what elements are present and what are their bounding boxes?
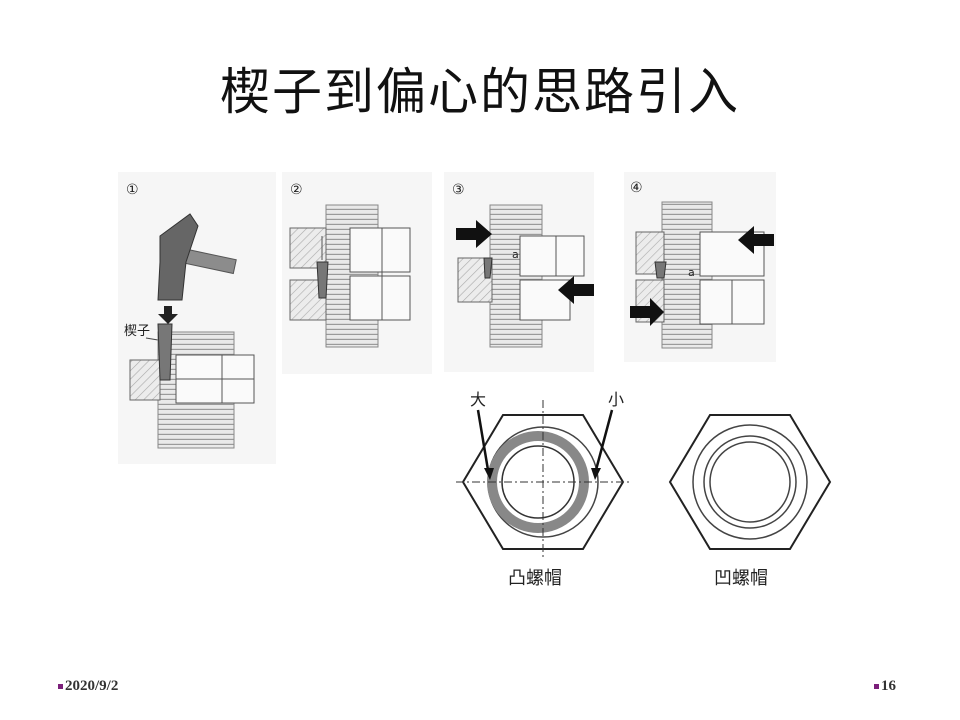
footer-page-number: 16 — [874, 678, 896, 695]
small-label: 小 — [608, 390, 624, 409]
hammer-icon — [157, 213, 237, 301]
step-3-label: ③ — [452, 182, 465, 198]
step-2-label: ② — [290, 182, 303, 198]
big-label: 大 — [470, 390, 486, 409]
convex-nut-label: 凸螺帽 — [508, 568, 562, 589]
convex-nut-drawing: 大 小 凸螺帽 — [456, 390, 630, 589]
push-left-arrow-icon — [738, 226, 774, 254]
slide-title: 楔子到偏心的思路引入 — [220, 63, 740, 121]
panel-step-2: ② — [282, 172, 432, 374]
wedge-shape — [157, 323, 173, 381]
push-left-arrow-icon — [558, 276, 594, 304]
panel-step-3: ③ a — [444, 172, 594, 372]
step-1-label: ① — [126, 182, 139, 198]
panel-step-1: ① 楔子 — [118, 172, 276, 464]
push-right-arrow-icon — [630, 298, 664, 326]
dim-a-label-3: a — [512, 248, 519, 261]
page-number-text: 16 — [881, 678, 896, 694]
date-text: 2020/9/2 — [65, 678, 119, 694]
dim-a-label-4: a — [688, 266, 695, 279]
concave-nut-label: 凹螺帽 — [714, 568, 768, 589]
wedge-label: 楔子 — [124, 324, 150, 339]
panel-step-4: ④ a — [624, 172, 776, 362]
footer-date: 2020/9/2 — [58, 678, 118, 695]
concave-nut-drawing: 凹螺帽 — [668, 414, 832, 589]
push-right-arrow-icon — [456, 220, 492, 248]
bullet-square-icon — [874, 684, 879, 690]
step-4-label: ④ — [630, 180, 643, 196]
bullet-square-icon — [58, 684, 63, 690]
down-arrow-icon — [158, 306, 178, 324]
